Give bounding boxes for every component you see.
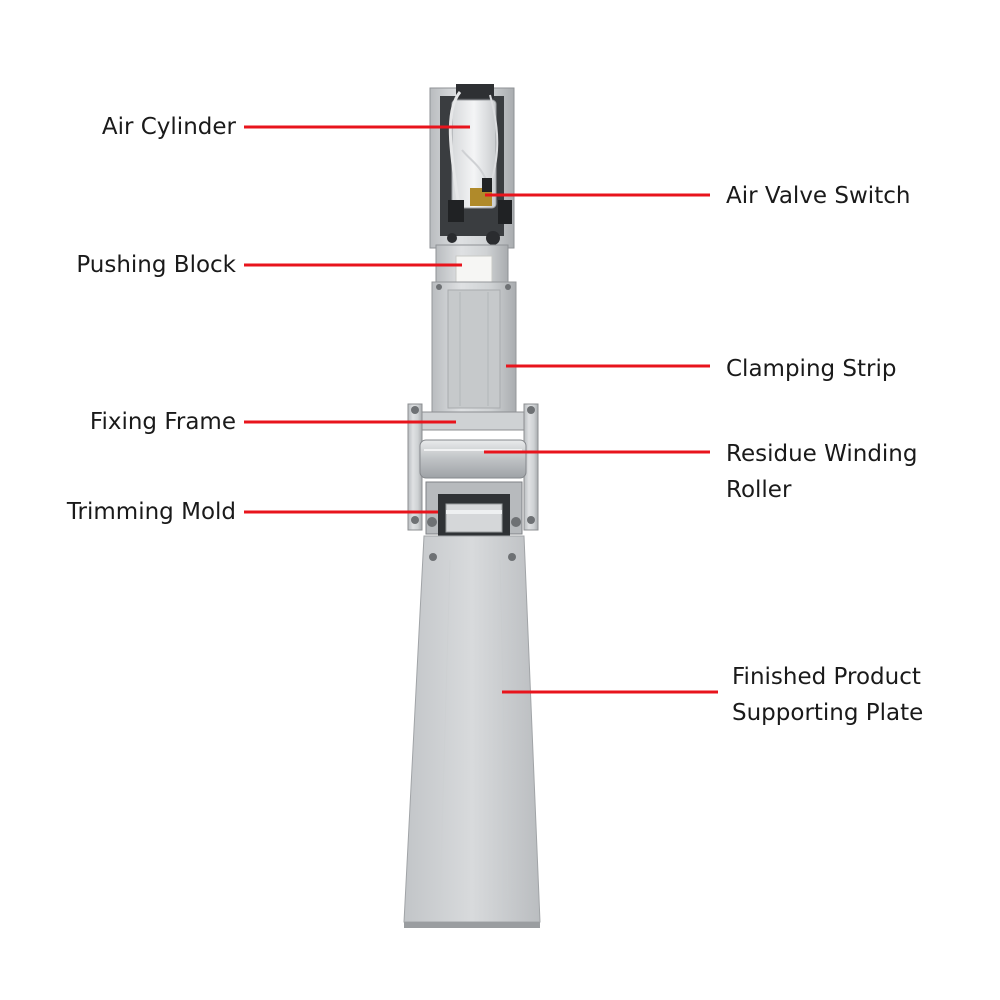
air-cylinder-housing — [429, 84, 515, 249]
finished-product-supporting-plate — [403, 535, 541, 928]
label-residue-winding-roller-line2: Roller — [726, 477, 792, 503]
trimming-mold — [425, 481, 523, 538]
clamping-strip — [431, 281, 517, 413]
leader-lines — [244, 125, 718, 694]
label-air-cylinder: Air Cylinder — [101, 114, 236, 140]
label-air-valve-switch: Air Valve Switch — [726, 183, 911, 209]
label-finished-product-line2: Supporting Plate — [732, 700, 924, 726]
label-clamping-strip: Clamping Strip — [726, 356, 897, 382]
residue-winding-roller — [419, 439, 527, 479]
label-residue-winding-roller: Residue Winding Roller — [726, 436, 917, 508]
label-finished-product-supporting-plate: Finished Product Supporting Plate — [732, 659, 923, 731]
label-pushing-block: Pushing Block — [76, 252, 236, 278]
fixing-frame — [407, 403, 539, 531]
label-trimming-mold: Trimming Mold — [66, 499, 236, 525]
label-finished-product-line1: Finished Product — [732, 664, 921, 690]
label-fixing-frame: Fixing Frame — [89, 409, 236, 435]
label-residue-winding-roller-line1: Residue Winding — [726, 441, 918, 467]
